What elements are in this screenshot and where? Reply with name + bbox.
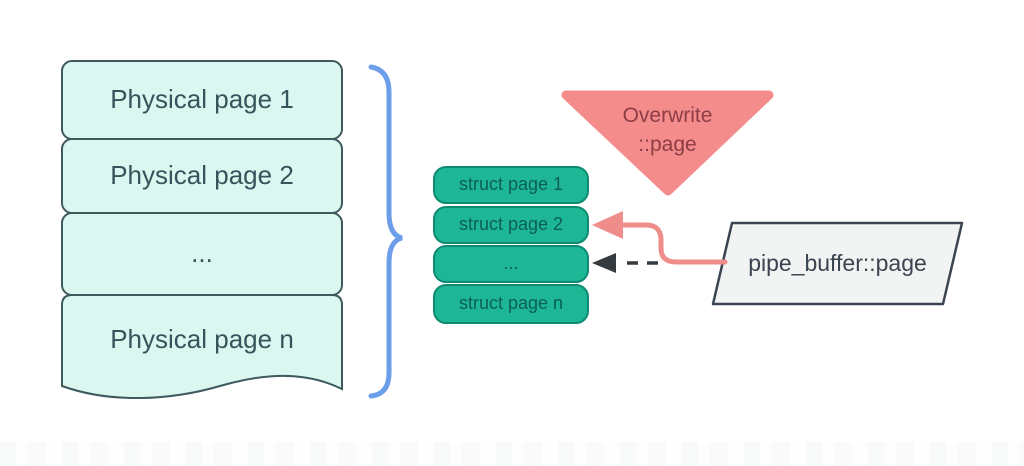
struct-page-stack [433, 166, 589, 324]
pipe-buffer-node [711, 221, 964, 306]
curly-brace-icon [368, 64, 403, 399]
struct-page-box-ellipsis [433, 245, 589, 283]
physical-page-box-n-document-shape [61, 294, 343, 400]
overwrite-arrowhead-icon [592, 211, 623, 239]
physical-page-box-2 [61, 138, 343, 214]
watermark-strip [0, 442, 1024, 466]
physical-page-box-ellipsis [61, 212, 343, 296]
struct-page-box-2 [433, 206, 589, 244]
struct-page-box-n [433, 284, 589, 324]
struct-page-box-1 [433, 166, 589, 204]
physical-page-stack [61, 60, 343, 400]
overwrite-triangle [561, 90, 774, 196]
dashed-reference-arrow [592, 253, 658, 273]
physical-page-box-1 [61, 60, 343, 140]
overwrite-arrow [592, 211, 728, 265]
overwrite-arrow-line [621, 222, 728, 265]
dashed-arrowhead-icon [592, 253, 616, 273]
